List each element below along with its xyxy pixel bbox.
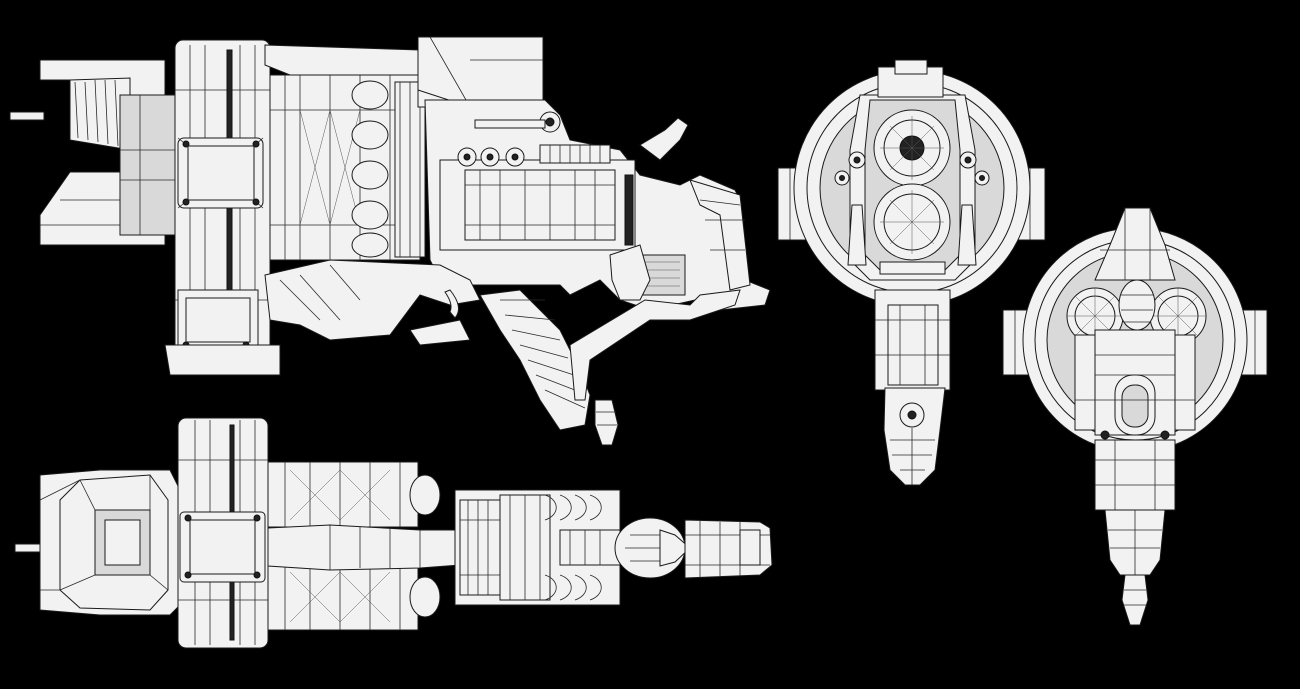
side-view-model [9,36,771,446]
rear-view-model [777,59,1046,486]
top-view-model [14,417,773,649]
front-view-model [1002,207,1268,626]
